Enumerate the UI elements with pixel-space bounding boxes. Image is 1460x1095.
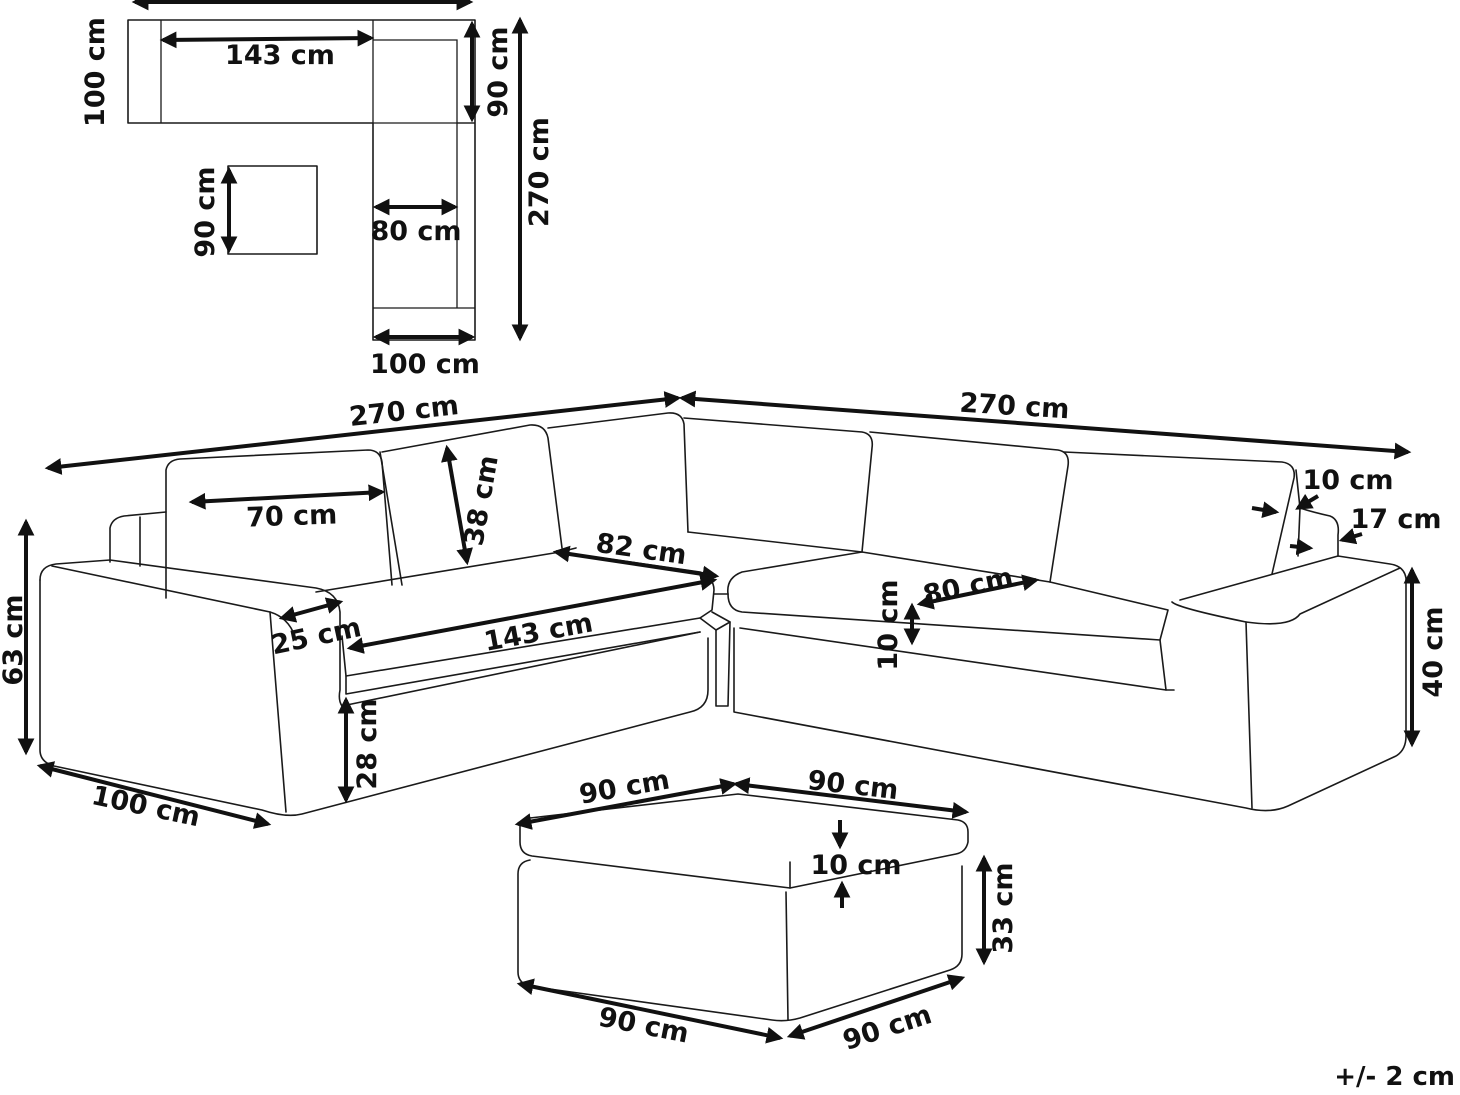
ottoman: 90 cm 90 cm 10 cm 33 cm 90 cm 90 cm xyxy=(514,764,1019,1057)
plan-ottoman xyxy=(227,165,318,255)
tolerance-note: +/- 2 cm xyxy=(1334,1062,1455,1092)
back-cushion-corner-1 xyxy=(547,412,689,533)
plan-seat-depth-label: 80 cm xyxy=(370,216,461,247)
seat-thickness-label: 10 cm xyxy=(873,579,904,670)
arm-thickness-label: 17 cm xyxy=(1350,504,1441,535)
seat-width-label: 143 cm xyxy=(482,607,596,658)
plan-total-length-label: 270 cm xyxy=(524,117,555,227)
total-height-label: 63 cm xyxy=(0,594,29,685)
plan-ottoman-label: 90 cm xyxy=(190,166,221,257)
cushion-width-label: 70 cm xyxy=(246,499,338,533)
sofa-length-right-label: 270 cm xyxy=(959,388,1071,426)
seat-height-label: 28 cm xyxy=(352,698,383,789)
back-thickness-label: 10 cm xyxy=(1302,465,1393,496)
corner-depth-label: 82 cm xyxy=(594,528,689,571)
back-cushion-right-2 xyxy=(1063,451,1296,575)
cushion-height-label: 38 cm xyxy=(458,453,504,548)
ottoman-cushion-thickness-label: 10 cm xyxy=(810,850,901,881)
ottoman-bottom-left-label: 90 cm xyxy=(596,1002,691,1050)
ottoman-bottom-right-label: 90 cm xyxy=(839,999,935,1057)
plan-corner-depth-label: 90 cm xyxy=(483,26,514,117)
plan-bottom-width-label: 100 cm xyxy=(370,349,480,380)
plan-depth-left-label: 100 cm xyxy=(80,17,111,127)
sofa-length-left-label: 270 cm xyxy=(348,390,461,433)
sofa-perspective: 270 cm 270 cm 70 cm 38 cm 82 cm 25 cm 14… xyxy=(0,388,1449,834)
plan-seat-width-label: 143 cm xyxy=(225,40,335,71)
sofa-depth-label: 100 cm xyxy=(89,780,203,833)
arm-height-label: 40 cm xyxy=(1418,606,1449,697)
left-armrest xyxy=(39,559,701,707)
plan-view: 143 cm 100 cm 90 cm 270 cm 90 cm 80 cm 1… xyxy=(80,0,555,380)
back-cushion-right-1 xyxy=(869,431,1070,583)
right-armrest xyxy=(1171,601,1253,809)
ottoman-height-label: 33 cm xyxy=(988,862,1019,953)
back-cushion-corner-2 xyxy=(683,417,874,553)
left-seat-cushion xyxy=(315,551,715,677)
right-seat-cushion xyxy=(727,551,1169,641)
ottoman-width-right-label: 90 cm xyxy=(806,765,900,806)
